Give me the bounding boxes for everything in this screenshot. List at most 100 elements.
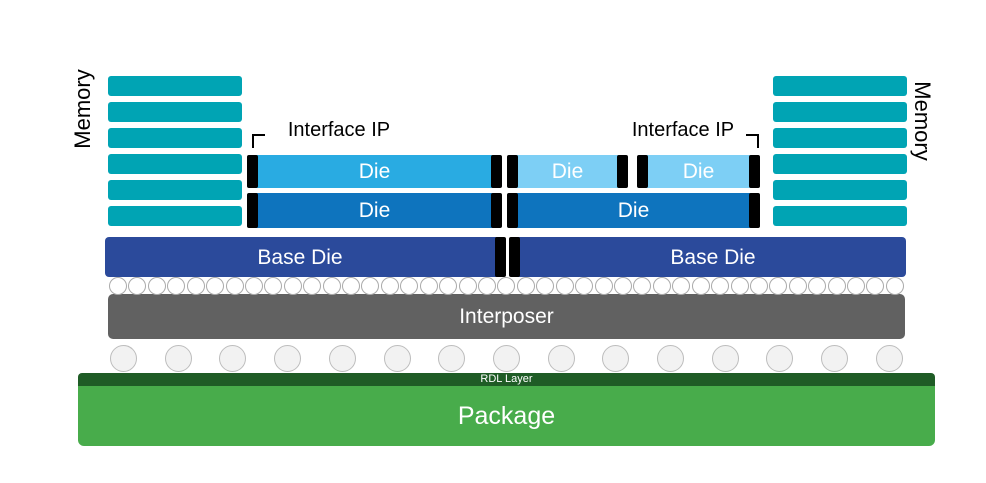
base-die-left: Base Die (105, 237, 506, 277)
microbump (380, 277, 399, 295)
memory-label-left: Memory (70, 69, 95, 149)
microbump (633, 277, 652, 295)
microbump (361, 277, 380, 295)
interface-ip-label-left: Interface IP (287, 119, 391, 141)
c4-bump (492, 345, 520, 372)
interface-ip-bar (495, 237, 506, 277)
microbump (536, 277, 555, 295)
interface-ip-label-right: Interface IP (631, 119, 735, 141)
microbump (244, 277, 263, 295)
microbump (711, 277, 730, 295)
interface-ip-bar (507, 155, 518, 188)
microbump (147, 277, 166, 295)
package: Package (78, 386, 935, 446)
interface-ip-bar (749, 193, 760, 228)
microbump (672, 277, 691, 295)
microbump (613, 277, 632, 295)
microbump (439, 277, 458, 295)
microbump (109, 277, 127, 295)
c4-bump (219, 345, 247, 372)
microbump (419, 277, 438, 295)
memory-bar (773, 180, 907, 200)
memory-bar (108, 102, 242, 122)
base-die-label: Base Die (670, 245, 756, 269)
die-label: Die (358, 199, 391, 222)
interface-ip-bracket-right (746, 134, 759, 148)
microbump (342, 277, 361, 295)
c4-bump-row (110, 345, 903, 372)
microbump (167, 277, 186, 295)
interface-ip-bar (247, 193, 258, 228)
microbump (225, 277, 244, 295)
microbump (885, 277, 904, 295)
memory-bar (108, 206, 242, 226)
memory-bar (108, 76, 242, 96)
microbump (652, 277, 671, 295)
memory-bar (773, 154, 907, 174)
microbump (128, 277, 147, 295)
die-top-right-2: Die (637, 155, 760, 188)
rdl-layer: RDL Layer (78, 373, 935, 386)
interface-ip-bar (617, 155, 628, 188)
memory-bar (773, 76, 907, 96)
memory-right-stack (773, 76, 907, 226)
memory-bar (108, 180, 242, 200)
microbump (186, 277, 205, 295)
microbump (730, 277, 749, 295)
microbump (808, 277, 827, 295)
interface-ip-bar (247, 155, 258, 188)
interface-ip-bar (509, 237, 520, 277)
microbump (575, 277, 594, 295)
c4-bump (383, 345, 411, 372)
microbump (594, 277, 613, 295)
c4-bump (821, 345, 849, 372)
memory-bar (773, 206, 907, 226)
c4-bump (164, 345, 192, 372)
die-top-right-1: Die (507, 155, 628, 188)
c4-bump (766, 345, 794, 372)
package-label: Package (457, 401, 556, 430)
die-mid-left: Die (247, 193, 502, 228)
microbump (847, 277, 866, 295)
interposer: Interposer (108, 294, 905, 339)
memory-left-stack (108, 76, 242, 226)
microbump (769, 277, 788, 295)
base-die-right: Base Die (509, 237, 906, 277)
die-top-left: Die (247, 155, 502, 188)
rdl-layer-label: RDL Layer (480, 373, 533, 385)
die-label: Die (682, 160, 715, 183)
microbump (691, 277, 710, 295)
microbump (400, 277, 419, 295)
die-label: Die (617, 199, 650, 222)
base-die-label: Base Die (257, 245, 343, 269)
memory-bar (108, 128, 242, 148)
interposer-label: Interposer (459, 304, 554, 328)
microbump (206, 277, 225, 295)
interface-ip-bar (637, 155, 648, 188)
c4-bump (547, 345, 575, 372)
microbump (516, 277, 535, 295)
memory-bar (108, 154, 242, 174)
microbump (788, 277, 807, 295)
interface-ip-bar (491, 193, 502, 228)
microbump (866, 277, 885, 295)
microbump (827, 277, 846, 295)
microbump (749, 277, 768, 295)
memory-bar (773, 128, 907, 148)
die-label: Die (551, 160, 584, 183)
c4-bump (602, 345, 630, 372)
interface-ip-bar (491, 155, 502, 188)
microbump (458, 277, 477, 295)
microbump (283, 277, 302, 295)
c4-bump (657, 345, 685, 372)
interface-ip-bracket-left (252, 134, 265, 148)
microbump (478, 277, 497, 295)
die-mid-right: Die (507, 193, 760, 228)
c4-bump (110, 345, 137, 372)
microbump-row (109, 277, 904, 295)
microbump (303, 277, 322, 295)
microbump (322, 277, 341, 295)
c4-bump (875, 345, 903, 372)
c4-bump (274, 345, 302, 372)
